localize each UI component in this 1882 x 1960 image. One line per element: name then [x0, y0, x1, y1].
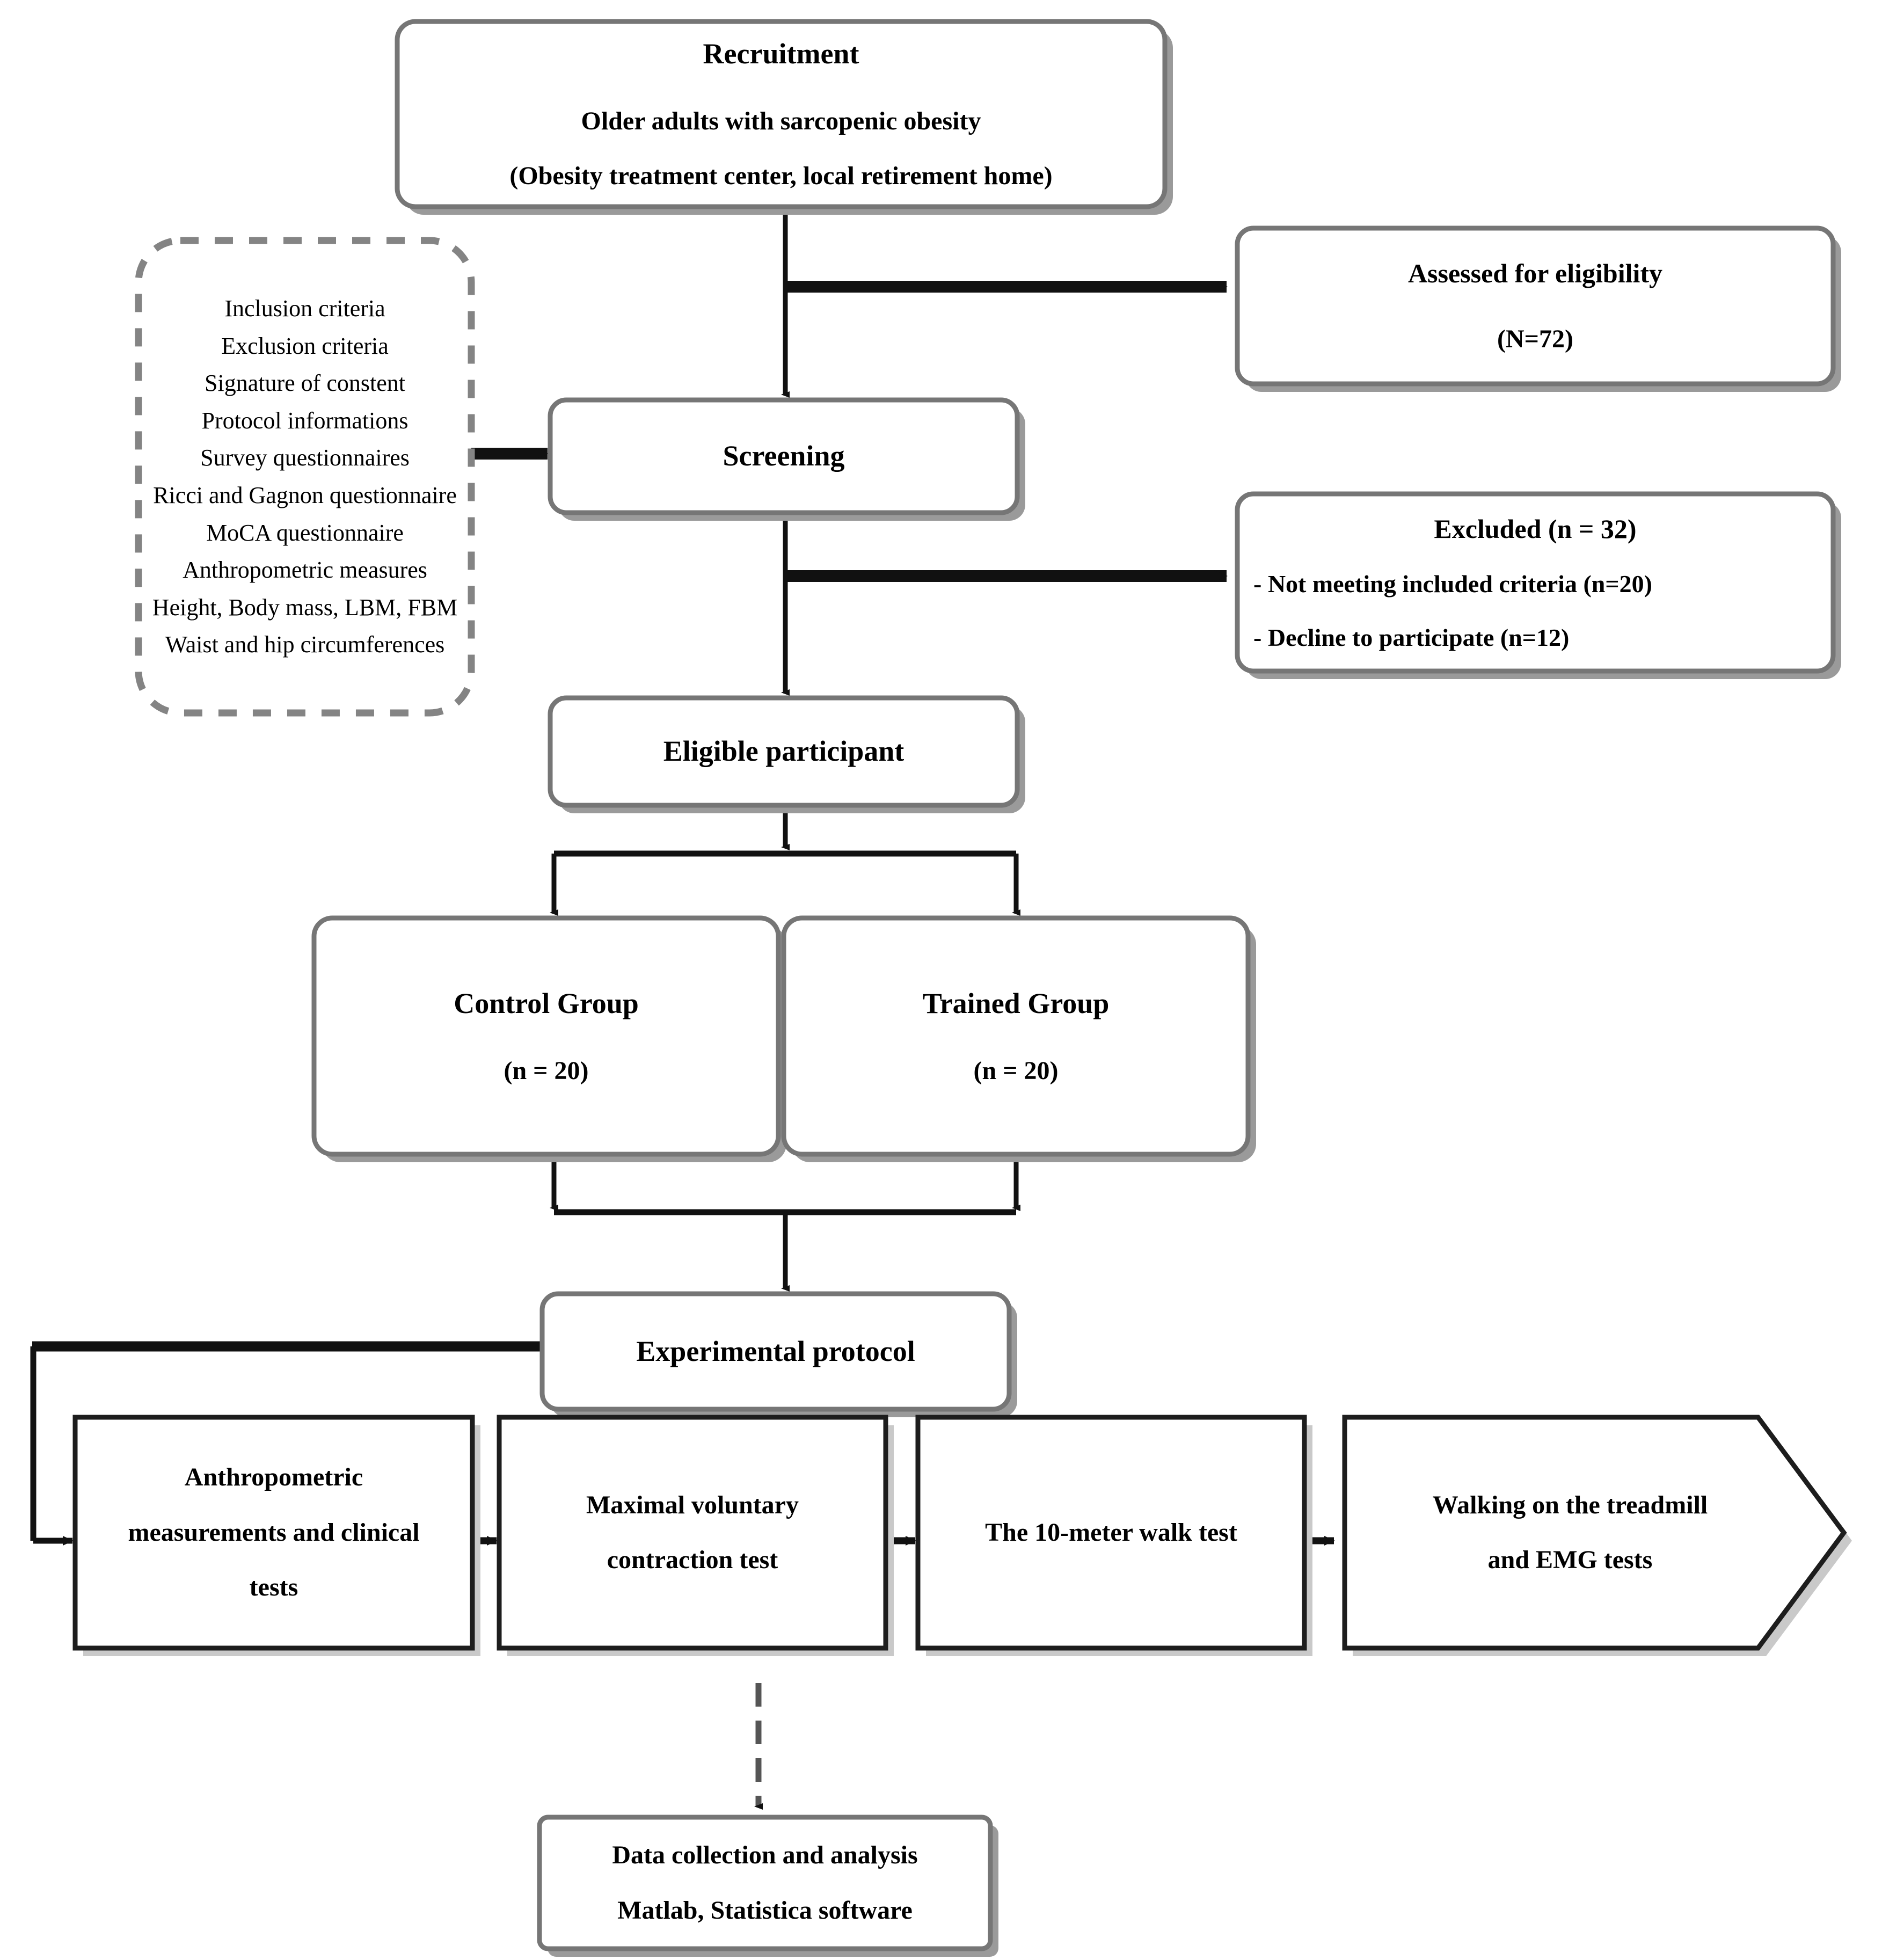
node-trained-group-shape — [781, 915, 1256, 1162]
node-criteria-shape — [135, 237, 475, 717]
node-eligibility-shape — [1235, 225, 1841, 392]
node-experimental-protocol-shape — [539, 1291, 1017, 1417]
node-recruitment-shape — [395, 19, 1173, 215]
node-data-collection-shape — [537, 1815, 998, 1957]
node-treadmill-emg-shape — [1342, 1415, 1852, 1656]
connector-eligible-split — [550, 800, 1020, 916]
node-eligible-participant-shape — [548, 695, 1025, 813]
node-excluded-shape — [1235, 491, 1841, 679]
node-mvc-shape — [497, 1415, 894, 1656]
node-screening-shape — [548, 397, 1025, 521]
connector-protocol-to-tests — [30, 1341, 548, 1546]
node-control-group-shape — [311, 915, 786, 1162]
node-anthropometric-shape — [72, 1415, 480, 1656]
node-walk-test-shape — [915, 1415, 1312, 1656]
connector-groups-merge — [550, 1143, 1020, 1292]
